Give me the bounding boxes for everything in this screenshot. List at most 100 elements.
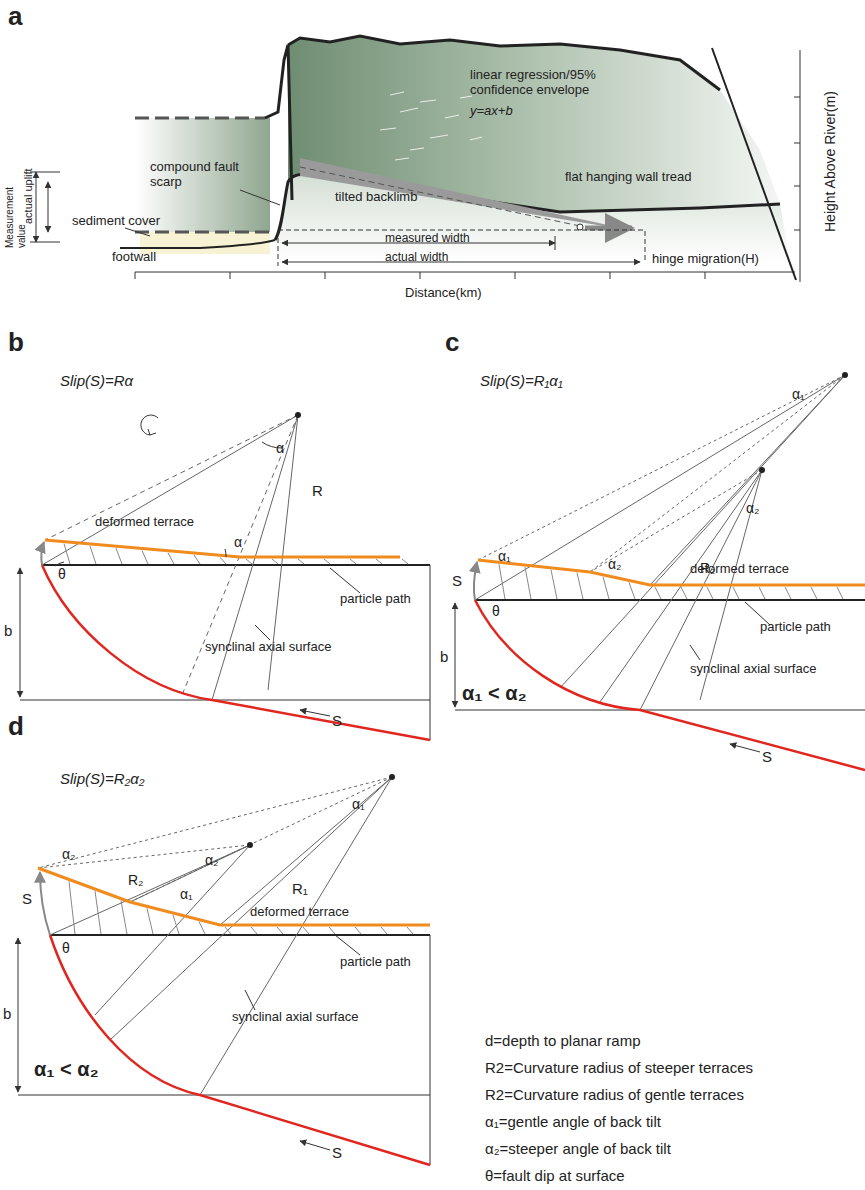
particle-path — [811, 587, 817, 599]
figure-label: R — [312, 482, 323, 499]
figure-label: α₂ — [205, 852, 219, 868]
figure-label: flat hanging wall tread — [565, 170, 691, 185]
particle-path — [402, 559, 408, 564]
panel-c — [455, 372, 865, 770]
particle-path — [220, 557, 226, 564]
figure-label: S — [332, 1144, 342, 1161]
figure-label: Slip(S)=R₂α₂ — [60, 770, 145, 787]
figure-label: hinge migration(H) — [652, 252, 759, 267]
figure-label: α₂ — [746, 500, 760, 516]
figure-label: Slip(S)=R₁α₁ — [480, 372, 563, 389]
particle-path — [251, 927, 257, 934]
figure-label: α₁ — [352, 796, 365, 812]
figure-label: α₂=steeper angle of back tilt — [485, 1140, 671, 1157]
particle-path — [246, 559, 252, 564]
particle-path — [173, 915, 179, 934]
particle-path — [168, 553, 174, 564]
figure-label: sediment cover — [72, 214, 160, 229]
figure-label: θ — [492, 603, 500, 619]
panel-a — [30, 36, 800, 282]
figure-label: footwall — [112, 250, 156, 265]
figure-label: particle path — [340, 592, 411, 607]
figure-label: y=ax+b — [470, 104, 513, 119]
figure-label: R2=Curvature radius of gentle terraces — [485, 1086, 744, 1103]
particle-path — [64, 544, 70, 564]
figure-label: b — [4, 622, 12, 639]
particle-paths — [64, 544, 843, 934]
particle-path — [785, 587, 791, 599]
particle-path — [324, 559, 330, 564]
figure-label: synclinal axial surface — [690, 662, 816, 677]
figure-label: R₁ — [292, 880, 308, 897]
figure-label: S — [22, 890, 32, 907]
figure-label: particle path — [760, 620, 831, 635]
particle-path — [629, 582, 635, 599]
panel-d — [18, 774, 430, 1165]
figure-label: α₁ — [180, 886, 193, 902]
particle-path — [407, 927, 413, 934]
particle-path — [837, 587, 843, 599]
figure-label: actual uplift — [22, 168, 35, 224]
figure-label: Slip(S)=Rα — [60, 372, 133, 389]
figure-label: α — [276, 440, 284, 456]
particle-path — [142, 550, 148, 564]
figure-label: θ=fault dip at surface — [485, 1167, 625, 1184]
figure-label: deformed terrace — [250, 905, 349, 920]
figure-label: d — [8, 712, 24, 742]
figure-label: d=depth to planar ramp — [485, 1032, 641, 1049]
figure-label: α₂ — [608, 556, 622, 572]
figure-label: deformed terrace — [690, 562, 789, 577]
figure-label: R2=Curvature radius of steeper terraces — [485, 1059, 753, 1076]
figure-label: α₁ < α₂ — [462, 682, 527, 705]
panel-b — [20, 412, 430, 740]
figure-label: S — [332, 712, 342, 729]
particle-path — [551, 570, 557, 599]
particle-path — [199, 922, 205, 934]
figure-label: synclinal axial surface — [232, 1010, 358, 1025]
particle-path — [603, 577, 609, 599]
particle-path — [733, 587, 739, 599]
particle-path — [350, 559, 356, 564]
figure-label: α₁ — [498, 548, 511, 564]
particle-path — [355, 927, 361, 934]
particle-path — [525, 567, 531, 599]
particle-path — [303, 927, 309, 934]
figure-label: θ — [58, 566, 66, 582]
particle-path — [329, 927, 335, 934]
particle-path — [499, 564, 505, 599]
particle-path — [147, 908, 153, 934]
figure-label: compound fault scarp — [150, 160, 240, 190]
figure-label: b — [8, 328, 24, 358]
particle-path — [194, 555, 200, 564]
figure-label: α₁=gentle angle of back tilt — [485, 1113, 661, 1130]
particle-path — [90, 546, 96, 564]
particle-path — [95, 891, 101, 934]
particle-path — [116, 548, 122, 564]
particle-path — [707, 587, 713, 599]
figure-label: a — [8, 2, 22, 32]
particle-path — [381, 927, 387, 934]
figure-label: c — [445, 328, 459, 358]
figure-label: synclinal axial surface — [205, 640, 331, 655]
particle-path — [681, 587, 687, 599]
figure-label: actual width — [385, 251, 448, 265]
figure-label: measured width — [385, 232, 470, 246]
particle-path — [376, 559, 382, 564]
particle-path — [69, 881, 75, 934]
figure-label: b — [440, 648, 448, 665]
particle-path — [655, 587, 661, 599]
particle-path — [277, 927, 283, 934]
figure-label: S — [762, 748, 772, 765]
figure-label: Distance(km) — [405, 286, 482, 301]
particle-path — [577, 573, 583, 599]
figure-label: S — [452, 572, 462, 589]
figure-label: α₁ < α₂ — [34, 1058, 99, 1081]
figure-label: deformed terrace — [95, 515, 194, 530]
particle-path — [272, 559, 278, 564]
particle-path — [759, 587, 765, 599]
figure-label: Height Above River(m) — [822, 91, 838, 232]
particle-path — [121, 901, 127, 934]
figure-label: θ — [62, 940, 70, 956]
figure-label: linear regression/95% confidence envelop… — [470, 68, 660, 98]
